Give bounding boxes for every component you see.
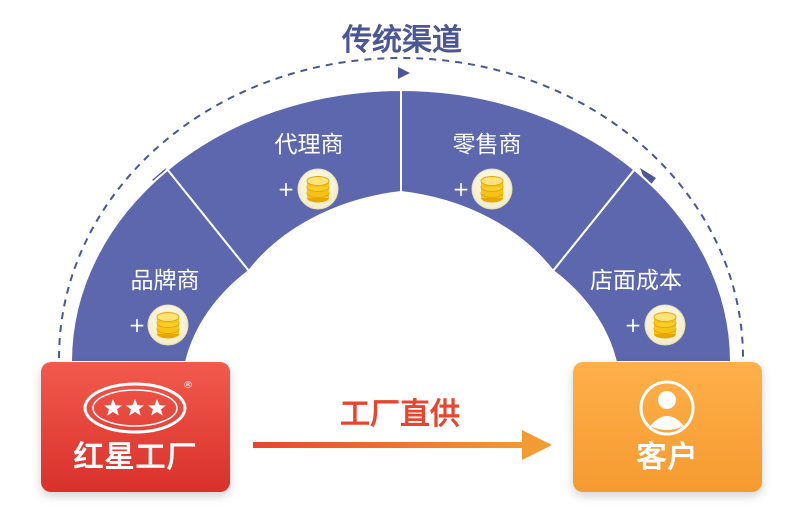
direct-arrow-head	[522, 430, 552, 460]
flow-arrowhead	[398, 67, 410, 79]
cost-plus-sign: +	[129, 313, 146, 337]
customer-card: 客户	[573, 362, 762, 492]
channel-ring	[69, 88, 733, 363]
cost-plus-sign: +	[278, 177, 295, 201]
segment-label-store-cost: 店面成本	[590, 268, 682, 294]
diagram-title: 传统渠道	[341, 23, 462, 58]
three-star-logo-icon	[83, 382, 187, 434]
ring-segment-store-cost	[551, 168, 733, 363]
customer-name: 客户	[636, 440, 699, 475]
user-avatar-icon	[639, 380, 695, 436]
coin-stack-icon	[471, 168, 513, 210]
channel-flow-arc	[58, 57, 744, 359]
ring-segment-brand	[69, 168, 251, 363]
cost-plus-sign: +	[625, 313, 642, 337]
segment-label-brand: 品牌商	[131, 268, 200, 294]
coin-stack-icon	[644, 304, 686, 346]
registered-mark: ®	[183, 380, 193, 391]
direct-supply-label: 工厂直供	[340, 397, 460, 432]
direct-arrow-shaft	[253, 442, 525, 448]
cost-plus-sign: +	[453, 177, 470, 201]
factory-name: 红星工厂	[73, 440, 198, 475]
flow-arrowhead	[640, 168, 656, 188]
coin-stack-icon	[147, 304, 189, 346]
factory-card: ® 红星工厂	[41, 362, 230, 492]
segment-label-agent: 代理商	[275, 132, 344, 158]
coin-stack-icon	[297, 168, 339, 210]
segment-label-retailer: 零售商	[453, 132, 522, 158]
